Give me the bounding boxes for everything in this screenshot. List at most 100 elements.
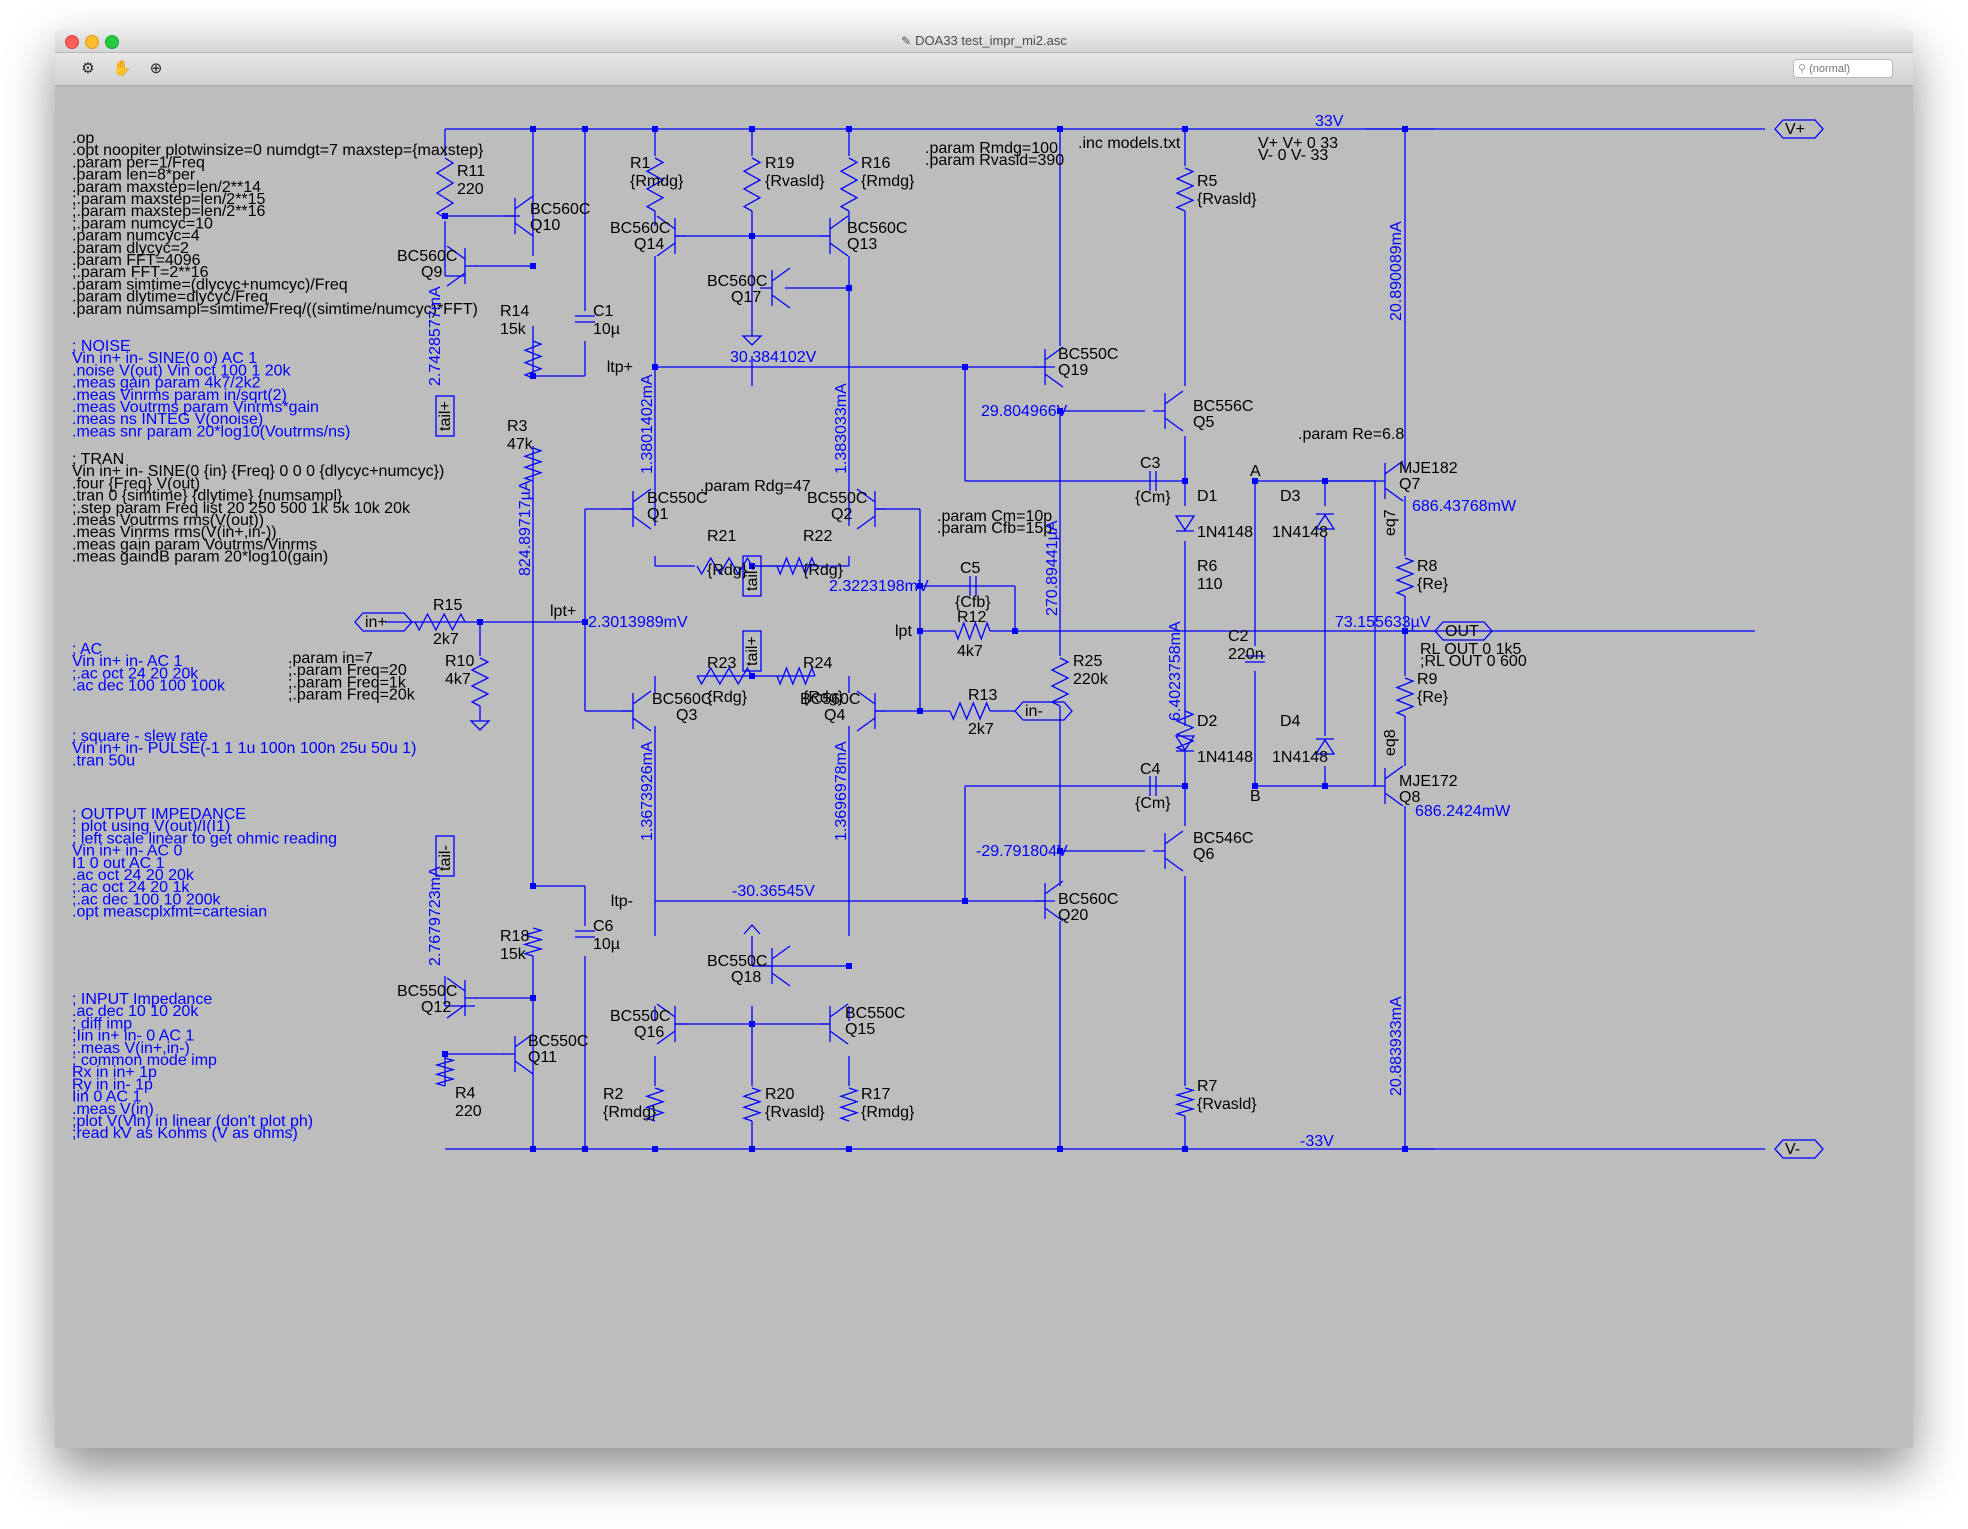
reading-i-r25: 270.89441µA [1044,520,1061,616]
transistor-q10-model: BC560C [530,201,590,218]
resistor-r9 [1395,677,1415,717]
transistor-q9 [446,245,477,287]
transistor-q20-model: BC560C [1058,891,1118,908]
minimize-button[interactable] [85,35,99,49]
transistor-q7 [1373,460,1404,502]
directive-op: .param dlytime=dlycyc/Freq [72,289,268,306]
junction-dot [1402,126,1408,132]
reading-i-q3: 1.3673926mA [639,741,656,841]
resistor-r22 [776,556,816,576]
transistor-q18-name: Q18 [731,969,761,986]
directive-op: .param numcyc=4 [72,228,200,245]
capacitor-c4-name: C4 [1140,761,1161,778]
parts [354,119,1824,1159]
halt-hand-icon[interactable]: ✋ [112,60,132,77]
junction-dot [749,1021,755,1027]
reading-i-q7: 20.890089mA [1388,221,1405,321]
resistor-r13-name: R13 [968,687,997,704]
reading-v-ltp-plus: 30.384102V [730,349,817,366]
directive-tran: .four {Freq} V(out) [72,475,200,492]
reading-v-q20e: -29.791804V [976,843,1068,860]
search-field[interactable]: ⚲ [1793,59,1893,78]
transistor-q8-model: MJE172 [1399,773,1458,790]
transistor-q17-name: Q17 [731,289,761,306]
resistor-r10-label-value: 4k7 [445,671,471,688]
directive-rmdg: .param Rvasld=390 [925,152,1064,169]
net-label-ltp-minus: ltp- [611,893,633,910]
directive-inc: .inc models.txt [1078,135,1181,152]
junction-dot [530,995,536,1001]
transistor-q15-model: BC550C [845,1005,905,1022]
window-title: ✎DOA33 test_impr_mi2.asc [55,30,1913,52]
capacitor-c6 [575,930,595,938]
net-label-33v: 33V [1315,113,1344,130]
resistor-r16 [839,157,859,212]
directive-inimp: Iin 0 AC 1 [72,1089,141,1106]
transistor-q13-name: Q13 [847,236,877,253]
zoom-button[interactable] [105,35,119,49]
transistor-q20 [1033,880,1064,922]
directive-ac: Vin in+ in- AC 1 [72,653,183,670]
resistor-r19 [742,157,762,212]
junction-dot [1182,1146,1188,1152]
directive-outimp: I1 0 out AC 1 [72,855,165,872]
directive-ac: ;.ac oct 24 20 20k [72,665,199,682]
resistor-r25-label-name: R25 [1073,653,1102,670]
directive-ac: ; AC [72,641,102,658]
junction-dot [530,883,536,889]
diode-d2-model: 1N4148 [1197,749,1253,766]
title-bar[interactable]: ✎DOA33 test_impr_mi2.asc [55,30,1913,53]
net-label-eq8: eq8 [1382,729,1399,756]
resistor-r1-label-value: {Rmdg} [630,173,684,190]
directive-ac: .ac dec 100 100 100k [72,678,226,695]
net-flag-tail-minus-2-text: tail- [437,845,454,871]
schematic-canvas[interactable]: V+V-OUTin+in-tail+tail-tail+tail-.op.opt… [55,86,1913,1448]
directive-inimp: .meas V(in) [72,1101,154,1118]
resistor-r15 [414,612,466,632]
net-flag-vminus [1774,1139,1824,1159]
transistor-q1-name: Q1 [647,506,668,523]
directive-cm: .param Cm=10p [937,508,1052,525]
reading-v-lpt-plus: 2.3013989mV [588,614,688,631]
resistor-r18-label-name: R18 [500,928,529,945]
search-input[interactable] [1809,63,1886,75]
junction-dot [530,263,536,269]
diode-d1-name: D1 [1197,488,1218,505]
transistor-q3 [621,690,652,732]
capacitor-c3 [1149,471,1157,491]
directive-freq: ;.param Freq=20 [288,662,407,679]
transistor-q7-name: Q7 [1399,476,1420,493]
resistor-r18 [522,927,544,957]
resistor-r11-label-value: 220 [457,181,484,198]
run-icon[interactable]: ⚙ [81,60,95,77]
resistor-r14-label-value: 15k [500,321,527,338]
reading-v-ltp-minus: -30.36545V [732,883,815,900]
directive-cm: .param Cfb=15p [937,520,1052,537]
transistor-q13-model: BC560C [847,220,907,237]
resistor-r14 [523,340,543,379]
reading-i-q1: 1.3801402mA [639,374,656,474]
directive-op: .param numsampl=simtime/Freq/((simtime/n… [72,301,478,318]
transistor-q2-model: BC550C [807,490,867,507]
junction-dot [530,126,536,132]
capacitor-c2-label-value: 220n [1228,646,1264,663]
resistor-r24 [776,666,816,686]
net-flag-in-minus [1014,701,1073,721]
directive-op: ;.param FFT=2**16 [72,264,209,281]
junction-dot [917,708,923,714]
junction-dot [1182,126,1188,132]
transistor-q5-model: BC556C [1193,398,1253,415]
resistor-r25 [1050,657,1070,707]
diode-d4-name: D4 [1280,713,1301,730]
transistor-q4-model: BC560C [800,691,860,708]
junction-dot [1057,848,1063,854]
resistor-r10 [470,657,490,707]
directive-outimp: ;.ac oct 24 20 1k [72,879,190,896]
resistor-r13 [949,701,991,721]
toolbar: ⚙ ✋ ⊕ ⚲ [55,53,1913,86]
net-label-eq7: eq7 [1382,509,1399,536]
resistor-r8-label-value: {Re} [1417,576,1449,593]
probe-icon[interactable]: ⊕ [149,60,163,77]
resistor-r15-name: R15 [433,597,462,614]
close-button[interactable] [65,35,79,49]
